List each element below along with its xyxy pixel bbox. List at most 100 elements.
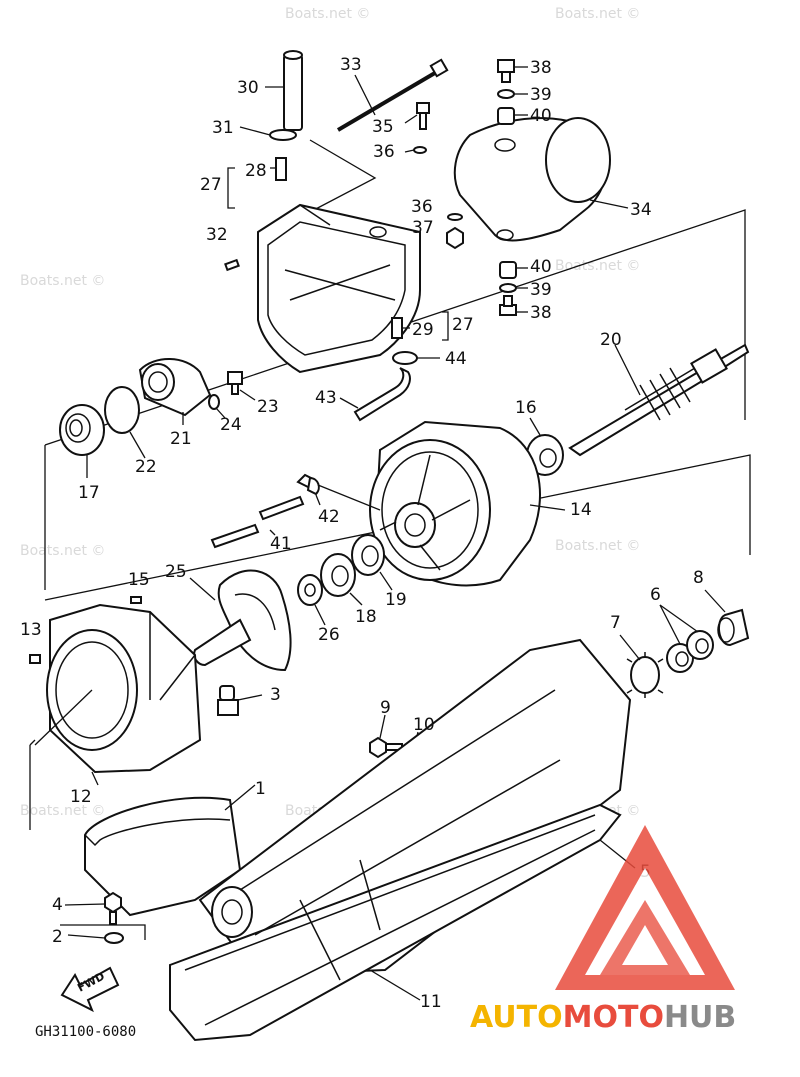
part-number-label: 37 (412, 218, 434, 238)
drawing-code: GH31100-6080 (35, 1024, 136, 1040)
assembly-lines (29, 139, 751, 940)
part-number-label: 31 (212, 118, 234, 138)
part-number-label: 12 (70, 787, 92, 807)
part-27-housing (257, 203, 421, 374)
part-number-label: 36 (411, 197, 433, 217)
part-number-label: 1 (255, 779, 266, 799)
part-38-40-top-stack (497, 59, 528, 125)
part-number-label: 26 (318, 625, 340, 645)
part-36-washer (404, 146, 427, 154)
part-number-label: 27 (200, 175, 222, 195)
logo-text-hub: HUB (664, 1000, 736, 1035)
part-30-hose-fitting (265, 50, 303, 131)
part-number-label: 39 (530, 280, 552, 300)
part-number-label: 10 (413, 715, 435, 735)
part-4-bolt (64, 891, 122, 925)
part-number-label: 14 (570, 500, 592, 520)
fwd-arrow: FWD (60, 966, 120, 1013)
part-number-label: 11 (420, 992, 442, 1012)
part-38-40-bottom-stack (499, 261, 528, 316)
part-18-bearing (320, 553, 363, 606)
part-number-label: 9 (380, 698, 391, 718)
watermark: Boats.net © (555, 6, 640, 22)
part-13-pin (29, 654, 41, 664)
part-41-rods (210, 495, 305, 549)
part-number-label: 34 (630, 200, 652, 220)
part-8-cap (704, 589, 750, 647)
part-29-pipe (391, 311, 449, 341)
part-number-label: 15 (128, 570, 150, 590)
part-11-duct (169, 638, 632, 1042)
part-32-pin (224, 258, 240, 272)
part-number-label: 25 (165, 562, 187, 582)
part-number-label: 35 (372, 117, 394, 137)
part-number-label: 23 (257, 397, 279, 417)
part-number-label: 24 (220, 415, 242, 435)
part-number-label: 38 (530, 303, 552, 323)
part-number-label: 29 (412, 320, 434, 340)
part-7-gear (619, 634, 664, 698)
part-number-label: 40 (530, 257, 552, 277)
watermark: Boats.net © (20, 803, 105, 819)
part-17-seal (59, 404, 105, 478)
part-12-housing (34, 603, 202, 786)
part-number-label: 32 (206, 225, 228, 245)
part-number-label: 41 (270, 534, 292, 554)
part-6-seals (659, 604, 714, 673)
part-number-label: 38 (530, 58, 552, 78)
part-number-labels: 1 2 3 4 5 6 7 8 9 10 11 12 13 14 15 16 1… (20, 55, 704, 1012)
part-42-cap (296, 473, 381, 511)
part-number-label: 30 (237, 78, 259, 98)
logo-triangle-icon (555, 825, 735, 990)
part-number-label: 4 (52, 895, 63, 915)
part-19-seal (351, 534, 393, 591)
watermark: Boats.net © (555, 538, 640, 554)
part-23-24-bolt-washer (208, 371, 256, 419)
part-14-pump-housing (369, 420, 566, 587)
part-21-cap (138, 358, 212, 425)
part-25-impeller (189, 569, 292, 672)
part-28-pipe (227, 157, 287, 209)
part-number-label: 13 (20, 620, 42, 640)
part-44-clamp (392, 351, 440, 365)
part-number-label: 33 (340, 55, 362, 75)
part-35-bolt (404, 102, 430, 130)
part-33-long-bolt (336, 58, 449, 132)
logo-text-auto: AUTO (470, 1000, 563, 1035)
part-number-label: 6 (650, 585, 661, 605)
part-number-label: 36 (373, 142, 395, 162)
part-number-label: 39 (530, 85, 552, 105)
part-22-gasket (104, 386, 146, 459)
part-1-cover (84, 784, 256, 917)
part-number-label: 17 (78, 483, 100, 503)
logo-text: AUTOMOTOHUB (470, 1000, 736, 1035)
part-number-label: 8 (693, 568, 704, 588)
watermark: Boats.net © (555, 258, 640, 274)
part-number-label: 28 (245, 161, 267, 181)
part-number-label: 21 (170, 429, 192, 449)
watermark: Boats.net © (20, 543, 105, 559)
part-number-label: 43 (315, 388, 337, 408)
part-31-clamp (239, 126, 297, 141)
automotohub-logo: AUTOMOTOHUB (470, 825, 736, 1035)
part-number-label: 22 (135, 457, 157, 477)
part-number-label: 40 (530, 106, 552, 126)
part-number-label: 44 (445, 349, 467, 369)
part-number-label: 19 (385, 590, 407, 610)
watermark: Boats.net © (20, 273, 105, 289)
part-number-label: 42 (318, 507, 340, 527)
part-number-label: 16 (515, 398, 537, 418)
part-number-label: 2 (52, 927, 63, 947)
part-9-bolt (369, 714, 403, 759)
part-2-washer (67, 932, 124, 944)
watermark: Boats.net © (285, 6, 370, 22)
part-number-label: 18 (355, 607, 377, 627)
part-number-label: 3 (270, 685, 281, 705)
part-16-bearing (526, 417, 564, 476)
part-34-cover (453, 117, 629, 242)
part-3-fitting (217, 685, 263, 716)
part-26-washer (297, 574, 326, 626)
part-number-label: 7 (610, 613, 621, 633)
part-43-hose (339, 367, 411, 422)
